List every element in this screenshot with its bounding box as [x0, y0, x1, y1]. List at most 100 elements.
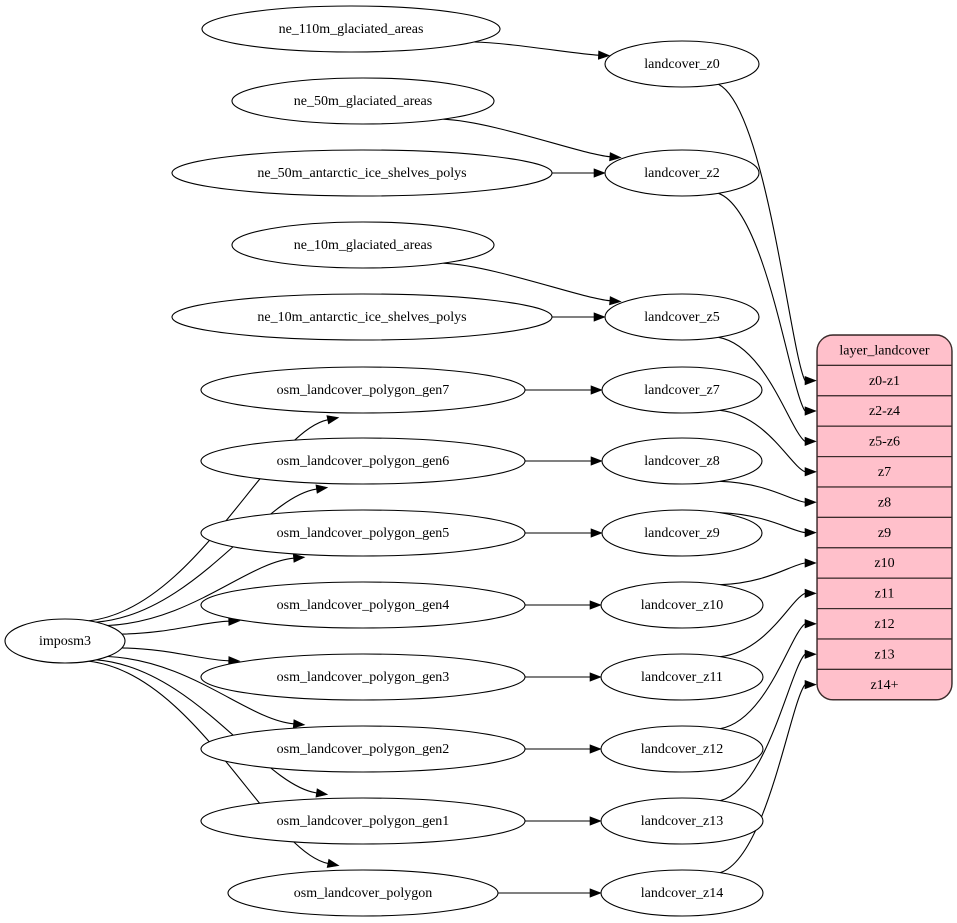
- edge-arrowhead: [315, 788, 329, 798]
- node-label: landcover_z12: [641, 742, 723, 757]
- edge-arrowhead: [804, 527, 817, 538]
- node-landcover_z14[interactable]: landcover_z14: [600, 869, 764, 917]
- table-row-cell[interactable]: [817, 668, 952, 700]
- node-label: landcover_z8: [644, 454, 719, 469]
- edge-arrowhead: [590, 456, 603, 466]
- node-ne_50m_antarctic_ice_shelves_polys[interactable]: ne_50m_antarctic_ice_shelves_polys: [171, 149, 553, 197]
- layer-node-shape: [604, 40, 760, 88]
- node-landcover_z13[interactable]: landcover_z13: [600, 797, 764, 845]
- layer-node-shape: [600, 797, 764, 845]
- edge-imposm3-to-osm_landcover_polygon_gen3: [121, 647, 229, 662]
- node-label: landcover_z7: [644, 383, 719, 398]
- table-row-cell[interactable]: [817, 607, 952, 640]
- node-label: osm_landcover_polygon: [294, 886, 432, 901]
- edge-arrowhead: [315, 484, 329, 494]
- edge-arrowhead: [589, 888, 602, 898]
- edge-arrowhead: [326, 858, 340, 868]
- edge-arrowhead: [593, 312, 606, 322]
- node-label: landcover_z9: [644, 526, 719, 541]
- node-label: ne_10m_glaciated_areas: [294, 238, 432, 253]
- node-osm_landcover_polygon_gen1[interactable]: osm_landcover_polygon_gen1: [200, 797, 526, 845]
- edge-landcover_z10-to-layer_landcover-z10: [720, 562, 806, 586]
- table-row-label: z14+: [870, 678, 898, 693]
- source-node-shape: [4, 618, 126, 664]
- node-landcover_z5[interactable]: landcover_z5: [604, 293, 760, 341]
- edge-imposm3-to-osm_landcover_polygon_gen2: [107, 655, 294, 725]
- input-node-shape: [200, 653, 526, 701]
- edge-arrowhead: [609, 152, 622, 162]
- node-landcover_z2[interactable]: landcover_z2: [604, 149, 760, 197]
- edge-arrowhead: [589, 672, 602, 682]
- node-imposm3[interactable]: imposm3: [4, 618, 126, 664]
- node-label: landcover_z0: [644, 57, 719, 72]
- table-row-label: z7: [878, 465, 891, 480]
- node-osm_landcover_polygon_gen4[interactable]: osm_landcover_polygon_gen4: [200, 581, 526, 629]
- node-landcover_z0[interactable]: landcover_z0: [604, 40, 760, 88]
- table-row-cell[interactable]: [817, 364, 952, 397]
- node-osm_landcover_polygon_gen7[interactable]: osm_landcover_polygon_gen7: [200, 366, 526, 414]
- node-landcover_z8[interactable]: landcover_z8: [601, 437, 763, 485]
- edge-imposm3-to-osm_landcover_polygon_gen1: [96, 659, 317, 794]
- edge-landcover_z14-to-layer_landcover-z14-: [720, 684, 806, 874]
- layer-node-shape: [600, 725, 764, 773]
- table-row-cell[interactable]: [817, 395, 952, 427]
- edge-arrowhead: [804, 467, 817, 477]
- table-row-label: z2-z4: [869, 404, 900, 419]
- edge-imposm3-to-osm_landcover_polygon: [88, 660, 329, 864]
- node-osm_landcover_polygon_gen6[interactable]: osm_landcover_polygon_gen6: [200, 437, 526, 485]
- node-landcover_z10[interactable]: landcover_z10: [600, 581, 764, 629]
- edge-arrowhead: [804, 406, 817, 416]
- node-osm_landcover_polygon_gen3[interactable]: osm_landcover_polygon_gen3: [200, 653, 526, 701]
- table-row-cell[interactable]: [817, 547, 952, 579]
- node-landcover_z11[interactable]: landcover_z11: [600, 653, 764, 701]
- edge-landcover_z9-to-layer_landcover-z9: [719, 512, 806, 534]
- layer-node-shape: [604, 293, 760, 341]
- input-node-shape: [200, 437, 526, 485]
- node-label: osm_landcover_polygon_gen7: [277, 383, 450, 398]
- edge-arrowhead: [609, 296, 622, 306]
- node-label: osm_landcover_polygon_gen1: [277, 814, 450, 829]
- edge-arrowhead: [804, 375, 817, 386]
- edge-imposm3-to-osm_landcover_polygon_gen5: [107, 557, 294, 627]
- node-label: ne_50m_glaciated_areas: [294, 94, 432, 109]
- edge-landcover_z0-to-layer_landcover-z0-z1: [718, 83, 806, 381]
- node-landcover_z9[interactable]: landcover_z9: [601, 509, 763, 557]
- edge-landcover_z11-to-layer_landcover-z11: [720, 592, 806, 658]
- node-label: osm_landcover_polygon_gen4: [277, 598, 450, 613]
- node-landcover_z7[interactable]: landcover_z7: [601, 366, 763, 414]
- node-label: osm_landcover_polygon_gen2: [277, 742, 450, 757]
- input-node-shape: [171, 149, 553, 197]
- node-ne_10m_antarctic_ice_shelves_polys[interactable]: ne_10m_antarctic_ice_shelves_polys: [171, 293, 553, 341]
- table-row-cell[interactable]: [817, 486, 952, 518]
- node-osm_landcover_polygon[interactable]: osm_landcover_polygon: [227, 869, 499, 917]
- node-ne_10m_glaciated_areas[interactable]: ne_10m_glaciated_areas: [231, 221, 495, 269]
- node-label: landcover_z10: [641, 598, 723, 613]
- input-node-shape: [231, 221, 495, 269]
- layer-node-shape: [604, 149, 760, 197]
- node-label: landcover_z14: [641, 886, 723, 901]
- table-row-label: z13: [874, 647, 894, 662]
- layer-node-shape: [601, 437, 763, 485]
- node-label: landcover_z11: [641, 670, 723, 685]
- node-ne_50m_glaciated_areas[interactable]: ne_50m_glaciated_areas: [231, 77, 495, 125]
- table-row-label: z8: [878, 495, 891, 510]
- edge-ne_50m_glaciated_areas-to-landcover_z2: [443, 118, 610, 158]
- edge-arrowhead: [804, 558, 817, 568]
- node-label: ne_10m_antarctic_ice_shelves_polys: [257, 310, 466, 325]
- node-label: ne_50m_antarctic_ice_shelves_polys: [257, 166, 466, 181]
- edge-landcover_z5-to-layer_landcover-z5-z6: [718, 336, 806, 442]
- node-landcover_z12[interactable]: landcover_z12: [600, 725, 764, 773]
- input-node-shape: [231, 77, 495, 125]
- node-osm_landcover_polygon_gen2[interactable]: osm_landcover_polygon_gen2: [200, 725, 526, 773]
- layer-node-shape: [601, 509, 763, 557]
- edge-arrowhead: [804, 436, 817, 447]
- node-osm_landcover_polygon_gen5[interactable]: osm_landcover_polygon_gen5: [200, 509, 526, 557]
- edge-arrowhead: [804, 497, 817, 507]
- edge-landcover_z8-to-layer_landcover-z8: [719, 480, 806, 503]
- layer-landcover-table[interactable]: layer_landcoverz0-z1z2-z4z5-z6z7z8z9z10z…: [816, 334, 953, 701]
- node-ne_110m_glaciated_areas[interactable]: ne_110m_glaciated_areas: [201, 5, 501, 53]
- edge-ne_110m_glaciated_areas-to-landcover_z0: [473, 41, 599, 56]
- edge-arrowhead: [804, 649, 817, 659]
- input-node-shape: [200, 725, 526, 773]
